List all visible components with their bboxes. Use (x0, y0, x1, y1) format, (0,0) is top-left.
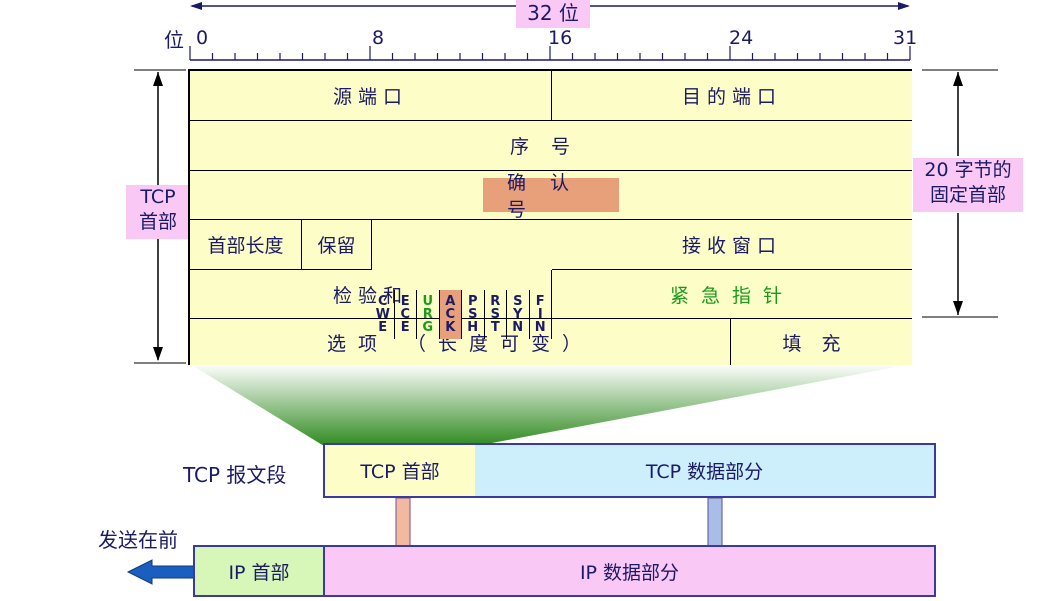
reserved-field: 保留 (302, 220, 372, 270)
tick-label-24: 24 (729, 27, 754, 49)
tcp-header-box: TCP 首部 (323, 443, 477, 498)
tick-label-16: 16 (548, 27, 573, 49)
zoom-funnel (190, 364, 912, 446)
ip-data-box: IP 数据部分 (323, 545, 936, 597)
flag-letter: E (378, 320, 388, 335)
ip-header-box: IP 首部 (193, 545, 325, 597)
seq-number-field: 序号 (190, 121, 912, 171)
source-port-field: 源端口 (190, 71, 552, 121)
flag-letter: P (467, 294, 478, 309)
flag-letter: N (512, 320, 524, 335)
tcp-header-side-label: TCP 首部 (126, 185, 190, 239)
flag-letter: C (400, 307, 411, 322)
padding-field: 填充 (731, 319, 912, 365)
ack-number-row: 确认号 (190, 171, 912, 221)
flag-letter: R (490, 294, 501, 309)
fixed-header-label: 20 字节的 固定首部 (913, 158, 1023, 212)
flag-letter: E (400, 294, 410, 309)
tcp-data-box: TCP 数据部分 (475, 443, 936, 498)
flag-letter: R (422, 307, 433, 322)
tcp-header-table: 源端口 目的端口 序号 确认号 首部长度 保留 接收窗口 检验和 紧急指针 选项… (188, 69, 912, 365)
flag-letter: S (468, 307, 478, 322)
flag-letter: W (375, 307, 390, 322)
ack-number-field: 确认号 (483, 172, 619, 221)
flag-letter: H (467, 320, 479, 335)
bit-ruler (189, 2, 911, 61)
flag-letter: S (490, 307, 500, 322)
flag-letter: U (422, 294, 434, 309)
data-offset-field: 首部长度 (190, 220, 302, 270)
bit-unit-label: 位 (164, 28, 184, 52)
dest-port-field: 目的端口 (552, 71, 912, 121)
flag-letter: Y (513, 307, 523, 322)
left-arrow-icon (126, 559, 195, 585)
flag-letter: C (377, 294, 388, 309)
bit-width-label: 32 位 (516, 0, 590, 28)
flag-letter: I (537, 307, 543, 322)
flag-letter: N (534, 320, 546, 335)
flag-letter: F (535, 294, 545, 309)
tick-label-31: 31 (893, 27, 918, 49)
flag-letter: S (513, 294, 523, 309)
window-field: 接收窗口 (552, 220, 912, 270)
tcp-segment-label: TCP 报文段 (183, 463, 287, 487)
flag-letter: G (422, 320, 434, 335)
flag-letter: T (490, 320, 500, 335)
tick-label-8: 8 (372, 27, 385, 49)
checksum-field: 检验和 (190, 270, 552, 319)
dimension-lines (134, 69, 998, 364)
urgent-pointer-field: 紧急指针 (552, 270, 912, 319)
flag-letter: E (400, 320, 410, 335)
flag-letter: A (445, 294, 456, 309)
tick-label-0: 0 (196, 27, 209, 49)
flag-letter: C (445, 307, 456, 322)
flag-letter: K (445, 320, 456, 335)
send-first-label: 发送在前 (98, 528, 178, 552)
